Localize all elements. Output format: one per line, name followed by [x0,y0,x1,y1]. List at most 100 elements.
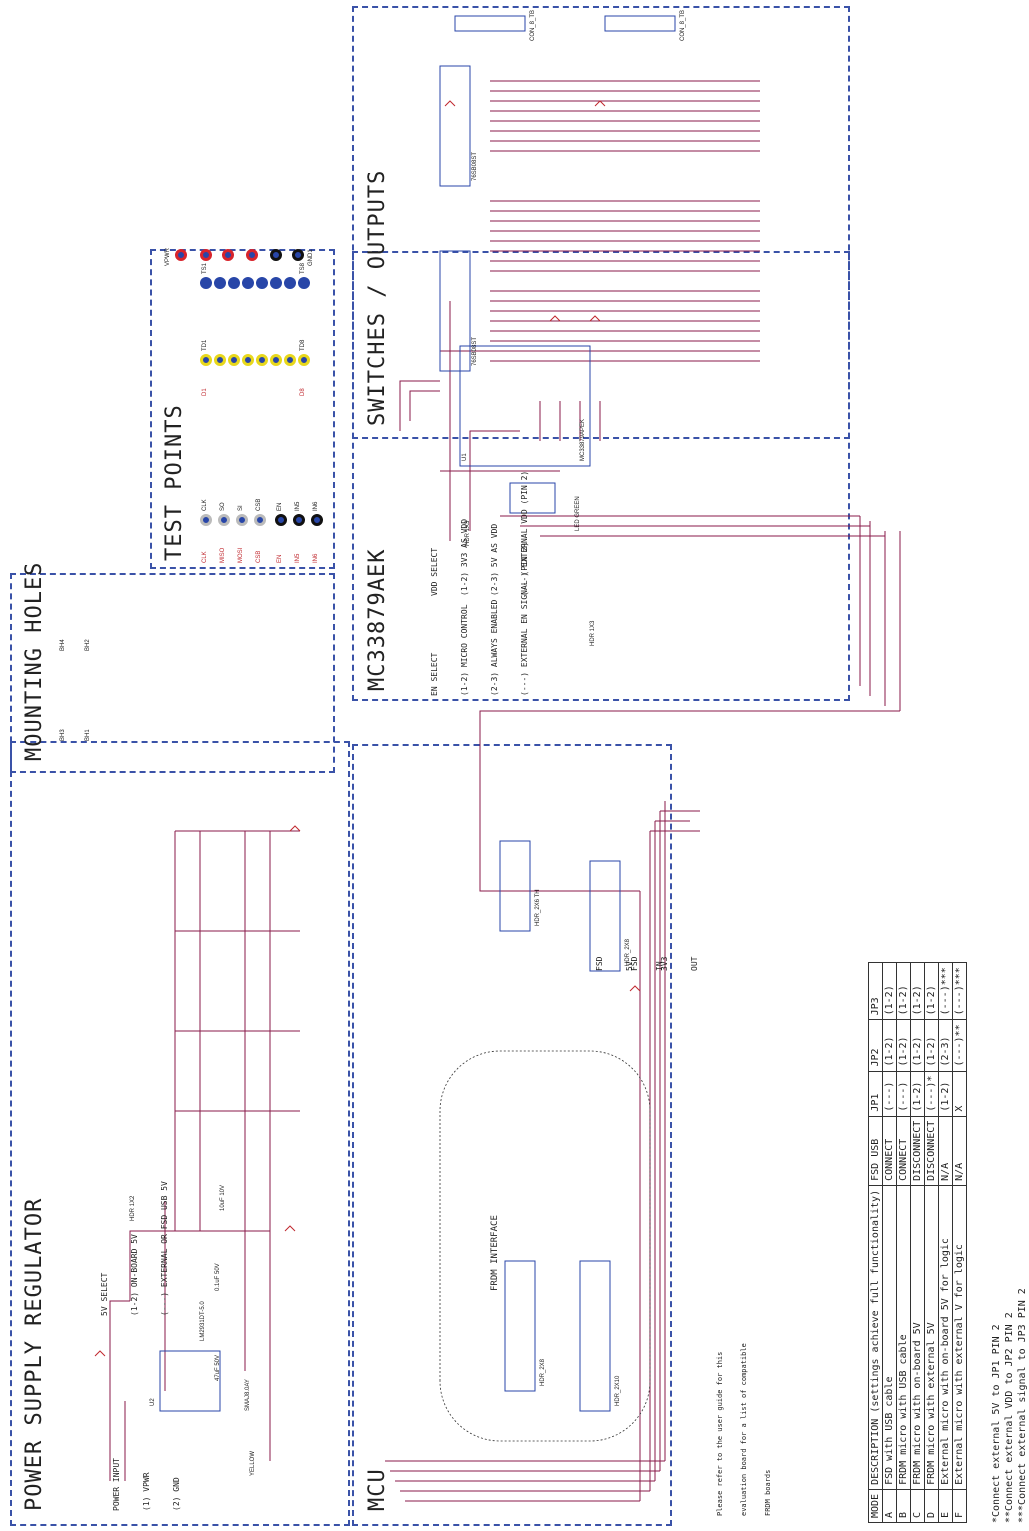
c2-label: 0.1uF 50V [215,1263,221,1291]
tp-si [236,514,248,526]
tp-en-net: EN [277,554,283,563]
power-input-line-1: (1) VPWR [142,1472,151,1511]
en-select-line-1: (1-2) MICRO CONTROL [460,604,469,696]
tp-td2 [214,354,226,366]
j6-label: CON_8_TB [530,9,536,41]
d2-label: SMAJ8.0AY [245,1379,251,1411]
tp-csb-net: CSB [256,550,262,563]
u2-label: U2 [150,1398,156,1406]
tp-td7 [284,354,296,366]
table-cell: (1-2) [924,1019,939,1072]
table-cell: (---)*** [938,962,953,1020]
table-cell: FSD with USB cable [882,1185,897,1490]
header-jp1: JP1 [868,1071,883,1117]
jp3-label: HDR 1X3 [590,620,596,646]
header-mode: MODE [868,1489,883,1523]
footnote-3: ***Connect external signal to JP3 PIN 2 [1017,1288,1028,1523]
tp-td1-net: D1 [202,388,208,396]
user-guide-note: Please refer to the user guide for this … [700,1343,788,1516]
tp-td1-label: TD1 [202,339,208,351]
user-guide-line-2: evaluation board for a list of compatibl… [740,1343,748,1516]
table-cell: (---)** [952,1019,967,1072]
tp-gnd1-label: GND1 [308,249,314,266]
table-row: D FRDM micro with external 5V DISCONNECT… [924,962,939,1523]
table-cell: FRDM micro with on-board 5V [910,1185,925,1490]
table-cell: (1-2) [910,1019,925,1072]
mode-table-header: MODE DESCRIPTION (settings achieve full … [868,962,883,1523]
table-cell: (1-2) [896,1019,911,1072]
power-input-note: POWER INPUT (1) VPWR (2) GND [92,1458,202,1511]
table-row: F External micro with external V for log… [952,962,967,1523]
bh4-label: BH4 [60,639,66,651]
table-cell: B [896,1489,911,1523]
tp-ts2 [214,277,226,289]
table-cell: DISCONNECT [924,1116,939,1186]
tp-td3 [228,354,240,366]
d3-label: YELLOW [250,1450,256,1476]
tp-td5 [256,354,268,366]
tp-si-label: SI [238,505,244,511]
tp-so-net: MISO [220,547,226,563]
sw3-label: 76SB08ST [472,151,478,181]
tp-so [218,514,230,526]
tp-ts4 [242,277,254,289]
table-cell: (1-2) [910,1071,925,1117]
tp-csb-label: CSB [256,498,262,511]
5v-select-line-2: (---) EXTERNAL OR FSD USB 5V [160,1181,169,1316]
tp-gnd0 [270,249,282,261]
u1-part-label: MC33879APEK [580,418,586,461]
table-cell: N/A [952,1116,967,1186]
mode-table: MODE DESCRIPTION (settings achieve full … [868,962,967,1523]
tp-in6-net: IN6 [313,553,319,563]
j3-label: HDR_2X6 TH [535,889,541,926]
tp-in5 [293,514,305,526]
c1-label: 47uF 50V [215,1354,221,1381]
tp-td8 [298,354,310,366]
table-cell: (1-2) [896,962,911,1020]
tp-clk-net: CLK [202,551,208,563]
tp-clk-label: CLK [202,499,208,511]
table-cell: (2-3) [938,1019,953,1072]
en-select-note: EN SELECT (1-2) MICRO CONTROL (2-3) ALWA… [410,542,550,696]
bh3-label: BH3 [60,729,66,741]
bh1-label: BH1 [85,729,91,741]
tp-ts1 [200,277,212,289]
c3-label: 10uF 10V [220,1184,226,1211]
table-cell: (1-2) [882,1019,897,1072]
table-cell: (1-2) [910,962,925,1020]
frdm-interface-label: FRDM INTERFACE [490,1215,500,1291]
tp-clk [200,514,212,526]
table-cell: A [882,1489,897,1523]
tp-en-label: EN [277,502,283,511]
tp-si-net: MOSI [238,547,244,563]
power-input-line-2: (2) GND [172,1477,181,1511]
table-cell: N/A [938,1116,953,1186]
table-cell: F [952,1489,967,1523]
tp-in5-net: IN5 [295,553,301,563]
table-cell: (---) [882,1071,897,1117]
table-cell: D [924,1489,939,1523]
table-cell: E [938,1489,953,1523]
fsd-5v-line-1: FSD [595,956,604,971]
table-cell: (1-2) [938,1071,953,1117]
header-jp2: JP2 [868,1019,883,1072]
tp-vpwr-label: VPWR [165,248,171,266]
sw2-label: 76SB08ST [472,336,478,366]
en-select-line-3: (---) EXTERNAL EN SIGNAL (PIN 2) [520,541,529,696]
table-cell: X [952,1071,967,1117]
tp-in5-label: IN5 [295,501,301,511]
tp-gnd1 [292,249,304,261]
fsd-3v3-line-2: 3V3 [660,956,669,971]
tp-td8-label: TD8 [300,339,306,351]
tp-ts7 [284,277,296,289]
tp-vpwr [175,249,187,261]
tp-csb [254,514,266,526]
en-select-title: EN SELECT [430,652,439,696]
tp-ts8-label: TS8 [300,262,306,274]
j1-label: HDR_2X8 [540,1358,546,1386]
tp-td6 [270,354,282,366]
en-select-line-2: (2-3) ALWAYS ENABLED [490,599,499,696]
table-row: B FRDM micro with USB cable CONNECT (---… [896,962,911,1523]
